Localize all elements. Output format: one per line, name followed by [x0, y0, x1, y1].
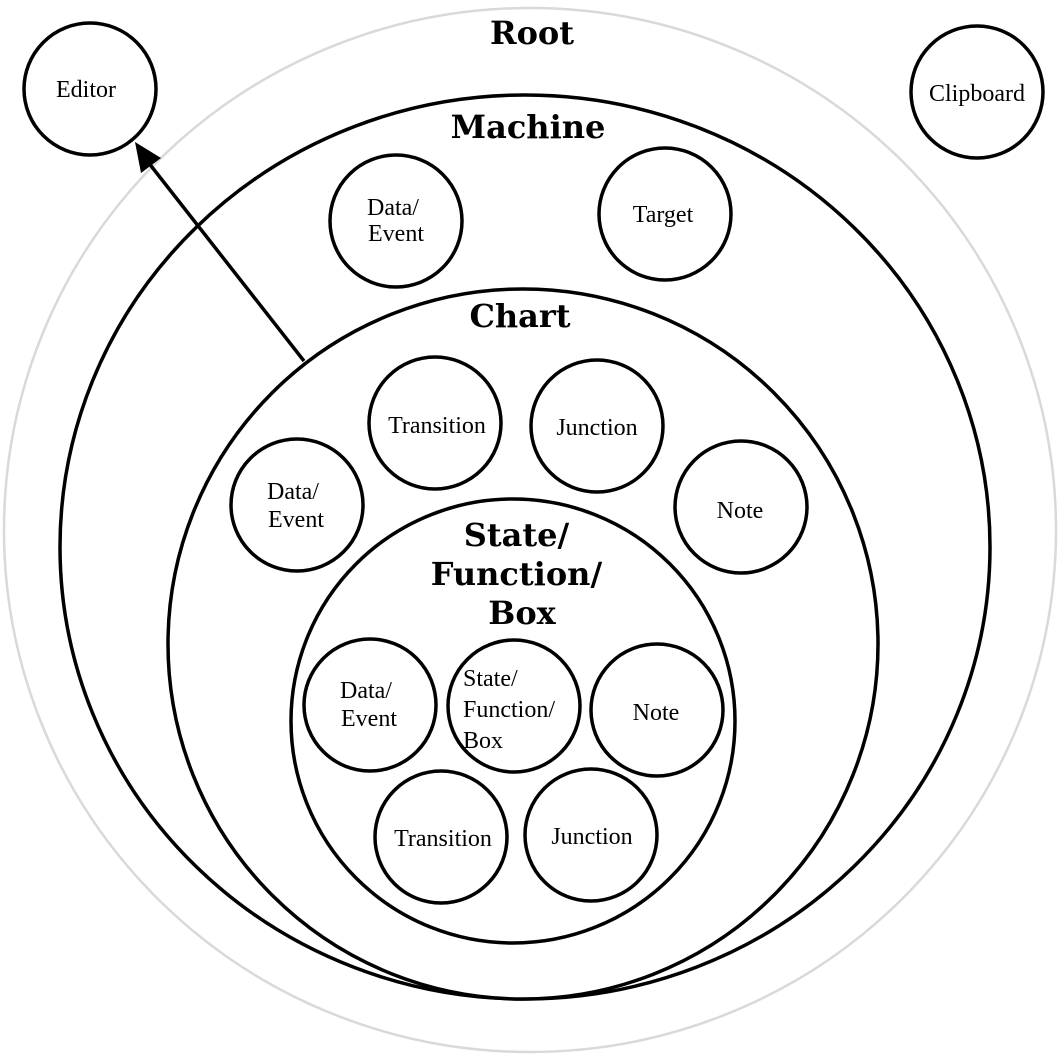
- state-function-box-child-label: State/ Function/ Box: [463, 666, 561, 754]
- clipboard-circle: [909, 24, 1045, 160]
- state-function-box-title: State/ Function/ Box: [431, 516, 614, 632]
- machine-target-label: Target: [633, 202, 694, 228]
- state-data-event-circle: [302, 637, 438, 773]
- state-function-box-child-circle: [446, 638, 582, 774]
- state-transition-node: Transition: [373, 769, 509, 905]
- chart-transition-node: Transition: [367, 355, 503, 491]
- root-title: Root: [490, 14, 574, 52]
- chart-title: Chart: [469, 297, 570, 335]
- machine-data-event-node: Data/ Event: [328, 153, 464, 289]
- state-transition-label: Transition: [394, 826, 492, 852]
- state-junction-node: Junction: [523, 767, 659, 903]
- chart-data-event-node: Data/ Event: [229, 437, 365, 573]
- state-note-circle: [589, 642, 725, 778]
- machine-data-event-label: Data/ Event: [367, 195, 425, 247]
- state-junction-circle: [523, 767, 659, 903]
- state-function-box-node: State/ Function/ Box Data/ Event State/ …: [289, 497, 737, 945]
- machine-target-circle: [597, 146, 733, 282]
- arrow-shaft: [146, 160, 306, 363]
- editor-circle: [22, 21, 158, 157]
- state-transition-circle: [373, 769, 509, 905]
- machine-target-node: Target: [597, 146, 733, 282]
- chart-data-event-circle: [229, 437, 365, 573]
- chart-transition-circle: [367, 355, 503, 491]
- state-note-label: Note: [633, 700, 680, 726]
- editor-node: Editor: [22, 21, 158, 157]
- editor-label: Editor: [56, 77, 116, 103]
- chart-junction-node: Junction: [529, 358, 665, 494]
- chart-junction-label: Junction: [556, 415, 637, 441]
- chart-junction-circle: [529, 358, 665, 494]
- arrow-head-icon: [135, 142, 161, 173]
- chart-data-event-label: Data/ Event: [267, 479, 325, 533]
- state-data-event-node: Data/ Event: [302, 637, 438, 773]
- clipboard-label: Clipboard: [929, 81, 1025, 107]
- chart-note-label: Note: [717, 498, 764, 524]
- machine-data-event-circle: [328, 153, 464, 289]
- state-note-node: Note: [589, 642, 725, 778]
- chart-transition-label: Transition: [388, 413, 486, 439]
- chart-to-editor-arrow: [135, 142, 306, 363]
- state-junction-label: Junction: [551, 824, 632, 850]
- state-function-box-child-node: State/ Function/ Box: [446, 638, 582, 774]
- machine-title: Machine: [451, 108, 606, 146]
- chart-note-node: Note: [673, 439, 809, 575]
- state-data-event-label: Data/ Event: [340, 678, 398, 732]
- chart-note-circle: [673, 439, 809, 575]
- clipboard-node: Clipboard: [909, 24, 1045, 160]
